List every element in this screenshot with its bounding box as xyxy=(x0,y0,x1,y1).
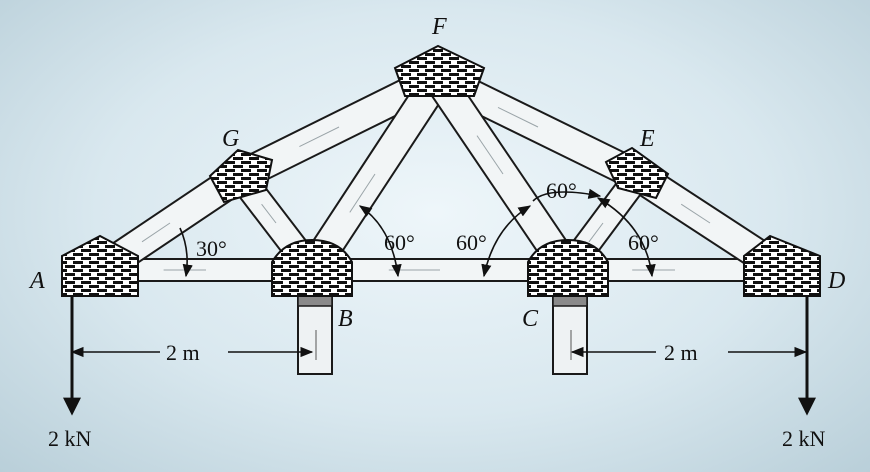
node-label-F: F xyxy=(431,14,447,40)
grain-line-GB xyxy=(261,203,277,224)
dimension-label-left: 2 m xyxy=(166,340,200,365)
node-label-G: G xyxy=(222,126,239,152)
grain-line-AG xyxy=(141,222,171,243)
angle-label-60-top: 60° xyxy=(546,178,577,203)
load-label-right: 2 kN xyxy=(782,426,826,451)
grain-line-GF xyxy=(299,126,340,148)
grain-line-FC xyxy=(476,135,504,175)
gusset-E xyxy=(604,146,670,200)
angle-label-30: 30° xyxy=(196,236,227,261)
grain-line-ED xyxy=(680,203,711,224)
angle-arc-60-right xyxy=(596,197,656,278)
gusset-B xyxy=(271,238,353,297)
angle-arc-30 xyxy=(179,227,193,278)
support-post-C xyxy=(552,295,588,375)
node-label-B: B xyxy=(338,306,353,332)
gusset-F xyxy=(393,44,486,97)
node-label-C: C xyxy=(522,306,539,332)
node-label-D: D xyxy=(827,268,845,294)
gusset-D xyxy=(743,234,821,297)
dimension-label-right: 2 m xyxy=(664,340,698,365)
gusset-G xyxy=(208,148,274,204)
angle-label-60-right: 60° xyxy=(628,230,659,255)
node-label-E: E xyxy=(639,126,655,152)
angle-label-60-left: 60° xyxy=(384,230,415,255)
load-label-left: 2 kN xyxy=(48,426,92,451)
angle-arc-60-center xyxy=(481,205,532,278)
angle-arc-60-left xyxy=(358,205,402,278)
gusset-C xyxy=(527,238,609,297)
grain-line-FE xyxy=(497,106,539,128)
grain-line-BF xyxy=(349,173,376,213)
node-label-A: A xyxy=(28,268,45,294)
gusset-A xyxy=(61,234,139,297)
support-post-B xyxy=(297,295,333,375)
angle-label-60-center: 60° xyxy=(456,230,487,255)
angle-arc-60-top xyxy=(532,188,602,202)
